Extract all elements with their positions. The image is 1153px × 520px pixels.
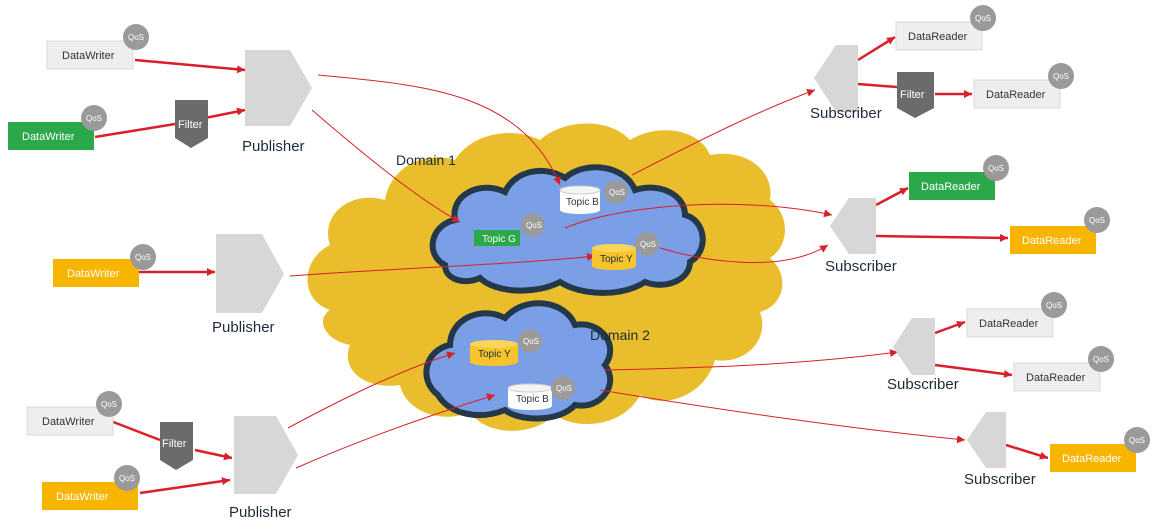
connections bbox=[94, 35, 1049, 495]
publisher-label: Publisher bbox=[212, 319, 275, 336]
topic-b-domain2[interactable]: Topic B QoS bbox=[507, 376, 575, 410]
topic-y-domain1[interactable]: Topic Y QoS bbox=[592, 232, 659, 270]
svg-text:QoS: QoS bbox=[135, 253, 151, 262]
filter-label: Filter bbox=[162, 438, 187, 450]
topic-label: Topic B bbox=[566, 197, 599, 208]
qos-badge: QoS bbox=[604, 180, 628, 204]
topic-label: Topic Y bbox=[600, 254, 633, 265]
topic-label: Topic G bbox=[482, 234, 516, 245]
publisher-2[interactable]: Publisher bbox=[212, 234, 284, 336]
topic-label: Topic B bbox=[516, 394, 549, 405]
qos-badge: QoS bbox=[983, 155, 1009, 181]
qos-badge: QoS bbox=[518, 329, 542, 353]
datawriter-label: DataWriter bbox=[42, 416, 95, 428]
qos-badge: QoS bbox=[114, 465, 140, 491]
qos-badge: QoS bbox=[970, 5, 996, 31]
filter-label: Filter bbox=[900, 89, 925, 101]
datareader-label: DataReader bbox=[1062, 453, 1122, 465]
datareader-label: DataReader bbox=[1022, 235, 1082, 247]
svg-text:QoS: QoS bbox=[526, 221, 542, 230]
qos-badge: QoS bbox=[521, 213, 545, 237]
datawriter-label: DataWriter bbox=[67, 268, 120, 280]
datawriter-5[interactable]: DataWriter QoS bbox=[42, 465, 140, 510]
datawriter-label: DataWriter bbox=[56, 491, 109, 503]
domain2-label: Domain 2 bbox=[590, 327, 650, 343]
datawriter-1[interactable]: DataWriter QoS bbox=[46, 24, 149, 70]
datareader-5[interactable]: DataReader QoS bbox=[966, 292, 1067, 338]
datareader-7[interactable]: DataReader QoS bbox=[1050, 427, 1150, 472]
datareader-3[interactable]: DataReader QoS bbox=[909, 155, 1009, 200]
datareader-label: DataReader bbox=[986, 89, 1046, 101]
filter-label: Filter bbox=[178, 119, 203, 131]
datareader-label: DataReader bbox=[908, 31, 968, 43]
svg-text:QoS: QoS bbox=[1046, 301, 1062, 310]
svg-text:QoS: QoS bbox=[101, 400, 117, 409]
datawriter-label: DataWriter bbox=[62, 50, 115, 62]
svg-text:QoS: QoS bbox=[975, 14, 991, 23]
subscriber-2[interactable]: Subscriber bbox=[825, 198, 897, 275]
datareader-2[interactable]: DataReader QoS bbox=[973, 63, 1074, 109]
qos-badge: QoS bbox=[1088, 346, 1114, 372]
svg-text:QoS: QoS bbox=[556, 384, 572, 393]
datareader-label: DataReader bbox=[1026, 372, 1086, 384]
subscriber-1[interactable]: Subscriber bbox=[810, 45, 882, 122]
topic-label: Topic Y bbox=[478, 349, 511, 360]
qos-badge: QoS bbox=[1048, 63, 1074, 89]
datareader-1[interactable]: DataReader QoS bbox=[895, 5, 996, 51]
qos-badge: QoS bbox=[1084, 207, 1110, 233]
topic-b-domain1[interactable]: Topic B QoS bbox=[559, 180, 628, 214]
subscriber-label: Subscriber bbox=[810, 105, 882, 122]
qos-badge: QoS bbox=[1124, 427, 1150, 453]
topic-y-domain2[interactable]: Topic Y QoS bbox=[470, 329, 542, 366]
svg-text:QoS: QoS bbox=[86, 114, 102, 123]
datawriter-3[interactable]: DataWriter QoS bbox=[53, 244, 156, 287]
datawriter-2[interactable]: DataWriter QoS bbox=[8, 105, 107, 150]
svg-text:QoS: QoS bbox=[1089, 216, 1105, 225]
svg-text:QoS: QoS bbox=[609, 188, 625, 197]
svg-text:QoS: QoS bbox=[1093, 355, 1109, 364]
publisher-label: Publisher bbox=[229, 504, 292, 520]
filter-2[interactable]: Filter bbox=[160, 422, 193, 470]
svg-text:QoS: QoS bbox=[1053, 72, 1069, 81]
datareader-label: DataReader bbox=[979, 318, 1039, 330]
svg-text:QoS: QoS bbox=[988, 164, 1004, 173]
filter-3[interactable]: Filter bbox=[897, 72, 934, 118]
svg-text:QoS: QoS bbox=[119, 474, 135, 483]
qos-badge: QoS bbox=[635, 232, 659, 256]
qos-badge: QoS bbox=[123, 24, 149, 50]
svg-text:QoS: QoS bbox=[1129, 436, 1145, 445]
subscriber-label: Subscriber bbox=[964, 471, 1036, 488]
subscriber-3[interactable]: Subscriber bbox=[887, 318, 959, 393]
datawriter-4[interactable]: DataWriter QoS bbox=[26, 391, 122, 436]
domain1-label: Domain 1 bbox=[396, 152, 456, 168]
topic-g-domain1[interactable]: Topic G QoS bbox=[474, 213, 545, 246]
publisher-label: Publisher bbox=[242, 138, 305, 155]
svg-text:QoS: QoS bbox=[523, 337, 539, 346]
subscriber-label: Subscriber bbox=[825, 258, 897, 275]
qos-badge: QoS bbox=[130, 244, 156, 270]
datareader-6[interactable]: DataReader QoS bbox=[1013, 346, 1114, 392]
qos-badge: QoS bbox=[551, 376, 575, 400]
qos-badge: QoS bbox=[81, 105, 107, 131]
svg-text:QoS: QoS bbox=[640, 240, 656, 249]
filter-1[interactable]: Filter bbox=[175, 100, 208, 148]
datareader-label: DataReader bbox=[921, 181, 981, 193]
qos-badge: QoS bbox=[1041, 292, 1067, 318]
qos-badge: QoS bbox=[96, 391, 122, 417]
publisher-1[interactable]: Publisher bbox=[242, 50, 312, 155]
publisher-3[interactable]: Publisher bbox=[229, 416, 298, 520]
datawriter-label: DataWriter bbox=[22, 131, 75, 143]
subscriber-4[interactable]: Subscriber bbox=[964, 412, 1036, 488]
datareader-4[interactable]: DataReader QoS bbox=[1010, 207, 1110, 254]
svg-text:QoS: QoS bbox=[128, 33, 144, 42]
subscriber-label: Subscriber bbox=[887, 376, 959, 393]
